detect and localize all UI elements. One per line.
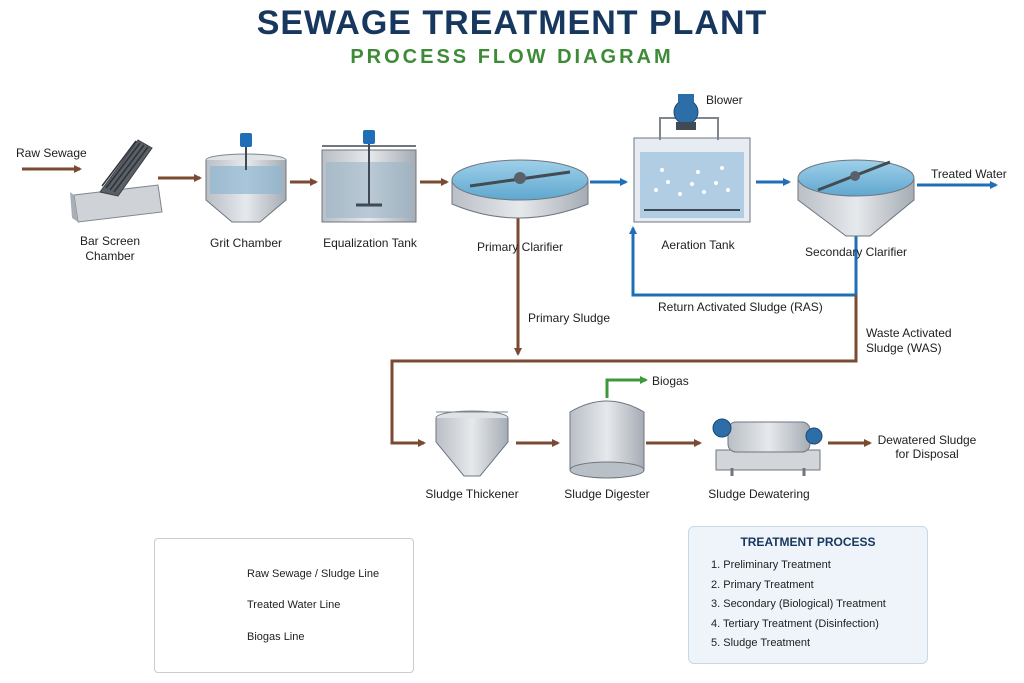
raw-sewage-label: Raw Sewage (16, 146, 87, 160)
legend-label-water: Treated Water Line (247, 599, 341, 611)
treatment-step: 2. Primary Treatment (711, 578, 814, 591)
ras-line (629, 226, 858, 297)
sludge-digester-label: Sludge Digester (564, 487, 650, 501)
treatment-step: 3. Secondary (Biological) Treatment (711, 598, 886, 611)
legend-box: Raw Sewage / Sludge Line Treated Water L… (154, 538, 414, 673)
biogas-arrow (605, 376, 648, 398)
sludge-digester-icon (569, 400, 645, 479)
aeration-tank-label: Aeration Tank (661, 238, 735, 252)
bar-screen-label: Bar Screen Chamber (79, 234, 141, 263)
blower-icon (673, 94, 699, 130)
sludge-thickener-label: Sludge Thickener (425, 487, 519, 501)
treatment-process-heading: TREATMENT PROCESS (740, 535, 876, 549)
sludge-dewatering-label: Sludge Dewatering (708, 487, 810, 501)
bar-screen-chamber-icon (70, 139, 163, 223)
treatment-step: 1. Preliminary Treatment (711, 559, 831, 571)
treatment-process-box: TREATMENT PROCESS 1. Preliminary Treatme… (688, 526, 928, 664)
was-line (390, 295, 858, 447)
primary-sludge-label: Primary Sludge (528, 311, 611, 325)
legend-label-biogas: Biogas Line (247, 631, 305, 643)
aeration-tank-icon (633, 117, 751, 223)
flow-lines (22, 165, 998, 447)
ras-label: Return Activated Sludge (RAS) (658, 300, 823, 314)
equalization-tank-icon (321, 130, 417, 223)
secondary-clarifier-label: Secondary Clarifier (804, 245, 908, 259)
primary-clarifier-icon (451, 159, 589, 219)
diagram-subtitle: PROCESS FLOW DIAGRAM (350, 46, 674, 68)
treatment-step: 5. Sludge Treatment (711, 637, 811, 650)
grit-chamber-icon (205, 133, 287, 223)
grit-chamber-label: Grit Chamber (209, 236, 283, 250)
blower-label: Blower (706, 93, 743, 107)
sludge-thickener-icon (435, 410, 509, 477)
sludge-dewatering-icon (712, 418, 823, 476)
secondary-clarifier-icon (797, 159, 915, 237)
treatment-process-list: 1. Preliminary Treatment 2. Primary Trea… (711, 559, 886, 657)
biogas-label: Biogas (652, 374, 689, 388)
primary-clarifier-label: Primary Clarifier (476, 240, 563, 254)
dewatered-sludge-label: Dewatered Sludge for Disposal (877, 433, 977, 461)
diagram-title: SEWAGE TREATMENT PLANT (256, 4, 768, 42)
was-label: Waste Activated Sludge (WAS) (866, 326, 952, 355)
legend-label-sewage: Raw Sewage / Sludge Line (247, 568, 380, 580)
treatment-step: 4. Tertiary Treatment (Disinfection) (711, 617, 879, 630)
treated-water-label: Treated Water (931, 167, 1007, 181)
equalization-tank-label: Equalization Tank (323, 236, 417, 250)
